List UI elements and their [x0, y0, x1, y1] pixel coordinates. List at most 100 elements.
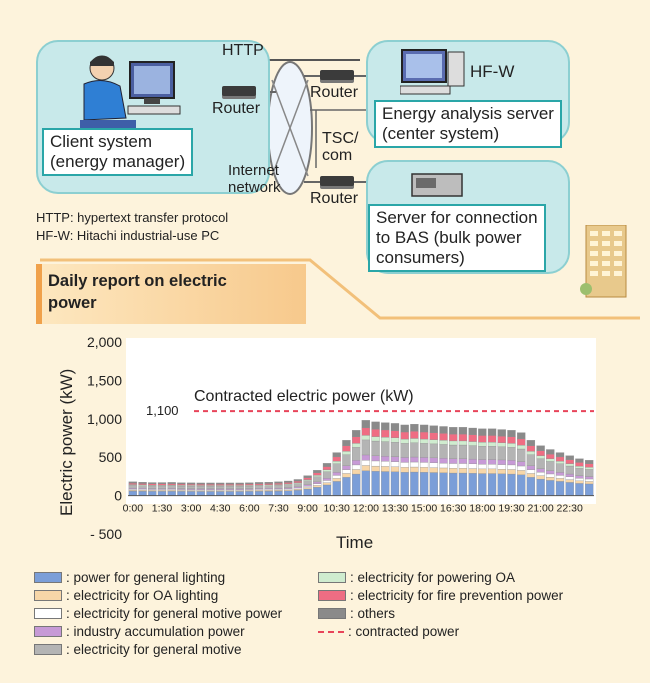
bar-segment: [225, 486, 235, 489]
bar-segment: [361, 454, 370, 461]
bar-segment: [186, 482, 196, 485]
bar-segment: [410, 442, 419, 458]
bar-segment: [284, 480, 293, 483]
bar-segment: [332, 472, 341, 476]
bar-segment: [468, 445, 477, 460]
bar-segment: [381, 456, 390, 462]
bar-segment: [449, 427, 458, 435]
bar-segment: [361, 427, 370, 436]
bar-segment: [400, 467, 409, 473]
bar-segment: [148, 482, 157, 484]
bar-segment: [371, 455, 380, 462]
bar-segment: [284, 490, 293, 496]
bar-segment: [449, 433, 458, 442]
bar-segment: [254, 482, 264, 484]
bar-segment: [565, 479, 574, 483]
bar-segment: [216, 486, 225, 489]
bar-segment: [507, 464, 516, 470]
bar-segment: [235, 486, 244, 489]
bar-segment: [487, 442, 497, 447]
bar-segment: [177, 482, 186, 485]
legend-label: : electricity for fire prevention power: [350, 588, 564, 603]
bar-segment: [322, 466, 332, 470]
bar-segment: [206, 484, 215, 486]
contracted-value-label: 1,100: [146, 403, 179, 418]
bar-segment: [526, 469, 536, 474]
legend-swatch: [34, 572, 62, 583]
bar-segment: [332, 463, 341, 473]
bar-segment: [361, 470, 370, 496]
bar-segment: [478, 446, 487, 460]
bar-segment: [274, 485, 283, 489]
bar-segment: [186, 486, 196, 489]
bar-segment: [497, 442, 506, 447]
bar-segment: [371, 429, 380, 437]
bar-segment: [352, 447, 361, 461]
x-tick-label: 18:00: [469, 503, 495, 515]
y-tick-label: 500: [99, 449, 123, 465]
bar-segment: [410, 431, 419, 439]
bar-segment: [575, 468, 584, 476]
bar-segment: [410, 424, 419, 432]
bar-segment: [361, 465, 370, 471]
bar-segment: [517, 438, 526, 446]
bar-segment: [157, 482, 167, 484]
bar-segment: [342, 477, 351, 496]
bar-segment: [449, 468, 458, 474]
bar-segment: [342, 465, 351, 470]
bar-segment: [303, 487, 312, 490]
bar-segment: [371, 471, 380, 496]
legend-label: : others: [350, 606, 396, 621]
bar-segment: [332, 461, 341, 464]
bar-segment: [186, 491, 196, 496]
bar-segment: [458, 444, 468, 459]
bar-segment: [429, 457, 438, 463]
x-axis-label: Time: [336, 533, 373, 552]
bar-segment: [555, 452, 565, 458]
bar-segment: [439, 440, 448, 445]
bar-segment: [546, 453, 555, 459]
bar-segment: [439, 462, 448, 469]
bar-segment: [575, 465, 584, 469]
x-tick-label: 16:30: [440, 503, 466, 515]
bar-segment: [585, 476, 594, 480]
bar-segment: [429, 443, 438, 459]
legend-label: : electricity for powering OA: [350, 570, 516, 585]
bar-segment: [439, 433, 448, 441]
bar-segment: [381, 466, 390, 472]
legend-item: : electricity for OA lighting: [34, 588, 218, 603]
bar-segment: [361, 439, 370, 456]
bar-segment: [128, 485, 137, 489]
bar-segment: [352, 443, 361, 448]
bar-segment: [322, 469, 332, 472]
bar-segment: [458, 468, 468, 474]
bar-segment: [381, 461, 390, 467]
legend-label: : electricity for OA lighting: [66, 588, 219, 603]
x-tick-label: 13:30: [382, 503, 408, 515]
bar-segment: [468, 458, 477, 464]
bar-segment: [293, 483, 303, 488]
bar-segment: [468, 473, 477, 496]
bar-segment: [361, 460, 370, 466]
bar-segment: [487, 473, 497, 496]
bar-segment: [536, 475, 545, 480]
bar-segment: [390, 430, 400, 438]
note-hfw: HF-W: Hitachi industrial-use PC: [36, 228, 220, 243]
bar-segment: [468, 441, 477, 446]
bar-segment: [313, 472, 322, 476]
bar-segment: [245, 491, 254, 496]
bar-segment: [536, 468, 545, 473]
bar-segment: [148, 491, 157, 496]
bar-segment: [381, 422, 390, 431]
bar-segment: [546, 458, 555, 462]
bar-segment: [235, 491, 244, 496]
bar-segment: [565, 482, 574, 496]
bar-segment: [507, 447, 516, 461]
bar-segment: [555, 478, 565, 482]
internet-network-label: Internet network: [228, 162, 281, 196]
bar-segment: [196, 484, 205, 486]
legend-label: : electricity for general motive power: [66, 606, 283, 621]
bar-segment: [274, 481, 283, 484]
bar-segment: [565, 463, 574, 467]
bar-segment: [526, 451, 536, 455]
